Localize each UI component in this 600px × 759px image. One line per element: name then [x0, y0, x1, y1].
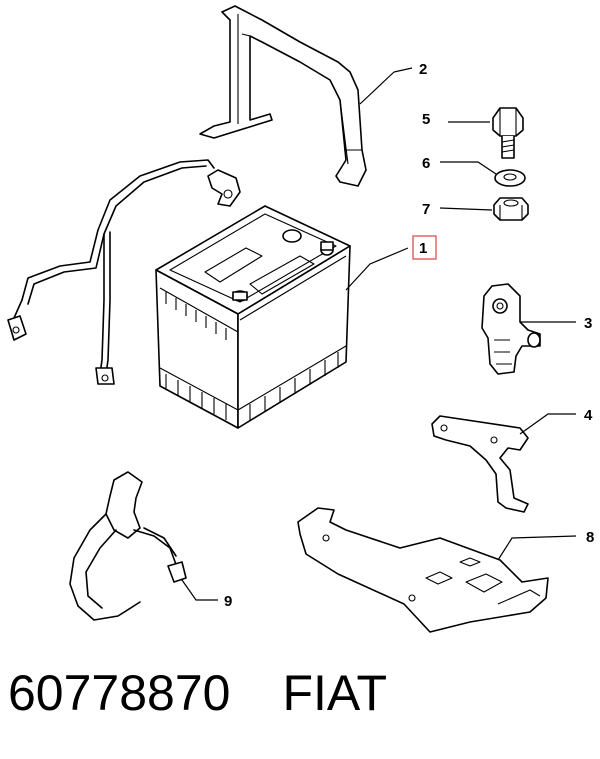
callout-label-9: 9 [224, 593, 232, 610]
callout-label-8: 8 [586, 529, 594, 546]
leader-lines [181, 67, 577, 601]
brand-name: FIAT [282, 665, 388, 721]
part-number: 60778870 [8, 665, 231, 721]
washer-part [494, 169, 526, 187]
battery-tray-part [297, 507, 549, 633]
cable-clip-part [69, 471, 187, 621]
bolt-part [492, 107, 524, 159]
nut-part [493, 197, 529, 221]
battery-cable-part [7, 159, 241, 385]
callout-label-7: 7 [422, 201, 430, 218]
mounting-bracket-part [431, 415, 529, 513]
callout-label-3: 3 [584, 315, 592, 332]
terminal-clamp-part [481, 283, 541, 375]
callout-label-6: 6 [422, 155, 430, 172]
callout-label-5: 5 [422, 111, 430, 128]
callout-1-box [412, 235, 437, 260]
battery-part [155, 205, 351, 429]
callout-label-1: 1 [419, 240, 427, 257]
part-number-footer: 60778870 FIAT [8, 664, 387, 722]
callout-label-2: 2 [419, 61, 427, 78]
callout-label-4: 4 [584, 407, 593, 424]
battery-strap-part [199, 5, 367, 187]
